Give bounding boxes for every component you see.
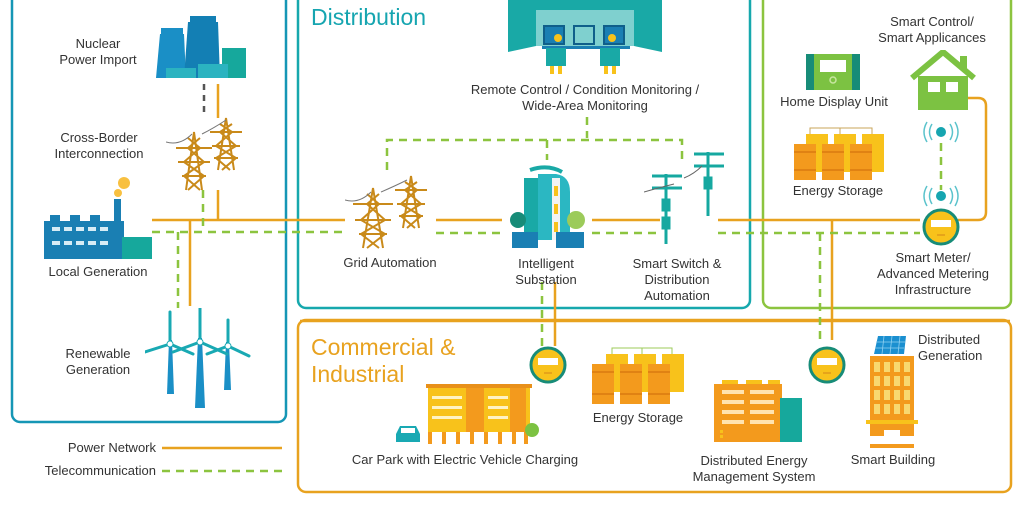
- cross-border-label: Cross-Border Interconnection: [54, 130, 144, 161]
- renewable-label: Renewable Generation: [65, 346, 131, 377]
- generation-box: [10, 0, 288, 424]
- grid-automation-tower-icon: [345, 175, 427, 249]
- control-room-icon: [508, 0, 662, 74]
- legend-telecom-label: Telecommunication: [44, 463, 156, 478]
- home-energy-storage-icon: [794, 127, 884, 180]
- telecom-lines: [152, 117, 943, 473]
- home-display-label: Home Display Unit: [780, 94, 888, 109]
- legend-power-label: Power Network: [67, 440, 156, 455]
- smart-meter-label: Smart Meter/ Advanced Metering Infrastru…: [876, 250, 989, 297]
- remote-control-label: Remote Control / Condition Monitoring / …: [470, 82, 700, 113]
- wireless-signal-icon: [923, 121, 959, 143]
- distribution-box: [296, 0, 752, 310]
- smart-meter-icon: [922, 208, 960, 246]
- ci-energy-storage-icon: [592, 347, 684, 404]
- commercial-title: Commercial & Industrial: [311, 334, 456, 387]
- car-park-label: Car Park with Electric Vehicle Charging: [351, 452, 579, 467]
- factory-icon: [44, 177, 152, 259]
- smart-switch-pole-icon: [644, 152, 724, 244]
- car-park-icon: [396, 384, 539, 444]
- smart-switch-label: Smart Switch & Distribution Automation: [632, 256, 722, 303]
- transmission-tower-icon: [166, 117, 242, 191]
- nuclear-label: Nuclear Power Import: [59, 36, 137, 67]
- dems-label: Distributed Energy Management System: [692, 453, 816, 484]
- home-box: [761, 0, 1013, 310]
- intelligent-substation-icon: [510, 165, 585, 248]
- distributed-generation-label: Distributed Generation: [918, 332, 983, 363]
- smart-home-icon: [910, 50, 976, 110]
- distribution-title: Distribution: [311, 4, 427, 30]
- smart-control-label: Smart Control/ Smart Applicances: [878, 14, 986, 45]
- wind-turbine-icon: [145, 308, 251, 408]
- ci-storage-label: Energy Storage: [592, 410, 684, 425]
- home-display-unit-icon: [806, 54, 860, 90]
- ci-smart-meter-icon: [529, 346, 567, 384]
- smart-building-label: Smart Building: [850, 452, 936, 467]
- nuclear-plant-icon: [156, 16, 246, 78]
- smart-building-icon: [866, 335, 918, 448]
- substation-label: Intelligent Substation: [515, 256, 577, 287]
- home-storage-label: Energy Storage: [792, 183, 884, 198]
- building-smart-meter-icon: [808, 346, 846, 384]
- energy-management-system-icon: [714, 380, 802, 442]
- power-lines: [152, 84, 1010, 450]
- grid-automation-label: Grid Automation: [343, 255, 437, 270]
- wireless-signal-icon: [923, 185, 959, 207]
- local-generation-label: Local Generation: [48, 264, 148, 279]
